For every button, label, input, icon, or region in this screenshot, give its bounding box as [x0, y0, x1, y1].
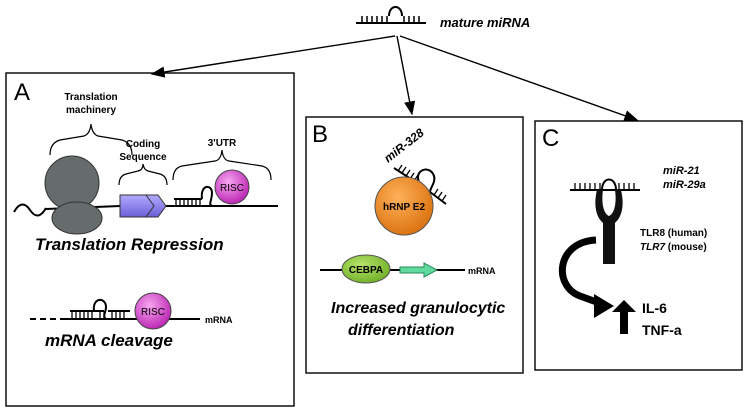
mature-mirna-label: mature miRNA	[440, 15, 530, 30]
translation-machinery-label-1: Translation	[64, 92, 117, 103]
coding-sequence-arrows	[119, 194, 167, 218]
ribosome-small-subunit	[51, 201, 103, 235]
mir-21-label: miR-21	[663, 165, 700, 177]
tlr7-name: TLR7	[640, 242, 665, 253]
panel-c-frame	[534, 120, 743, 371]
mirna-bound-utr	[174, 185, 214, 207]
mir-328-label: miR-328	[381, 125, 427, 165]
ribosome	[44, 155, 103, 235]
granulocytic-label-1: Increased granulocytic	[331, 300, 505, 317]
panel-b-frame	[305, 116, 524, 374]
tnf-a-label: TNF-a	[642, 322, 682, 338]
mrna-label-b: mRNA	[468, 266, 496, 276]
risc-label-2: RISC	[141, 307, 165, 318]
tlr-receptor	[595, 190, 623, 264]
hrnp-e2-protein	[374, 176, 434, 236]
risc-complex-1	[214, 169, 250, 205]
hrnp-e2-label: hRNP E2	[383, 202, 425, 213]
cebpa-protein	[341, 254, 391, 284]
utr-label: 3'UTR	[208, 138, 237, 149]
panel-c-letter: C	[542, 125, 559, 152]
branch-arrows	[150, 35, 639, 122]
coding-sequence-label-1: Coding	[126, 139, 160, 150]
risc-complex-2	[134, 292, 172, 330]
mirna-panel-c-symbol	[570, 178, 640, 191]
brace-coding-sequence	[118, 163, 168, 186]
panel-a-letter: A	[14, 79, 30, 106]
translation-machinery-label-2: machinery	[66, 105, 116, 116]
tlr7-suffix: (mouse)	[665, 242, 707, 253]
tlr8-label: TLR8 (human)	[640, 228, 707, 239]
mrna-cleavage-label: mRNA cleavage	[45, 331, 173, 350]
tlr7-label: TLR7 (mouse)	[640, 242, 707, 253]
braces	[49, 123, 272, 186]
mrna-5prime-wave	[13, 203, 47, 217]
panel-a-frame	[5, 72, 295, 407]
granulocytic-label-2: differentiation	[348, 322, 455, 339]
signaling-curve-head	[594, 294, 614, 318]
brace-3utr	[172, 149, 272, 181]
translation-repression-label: Translation Repression	[35, 235, 224, 254]
il-6-label: IL-6	[642, 300, 667, 316]
mature-mirna-symbol	[356, 6, 426, 24]
risc-label-1: RISC	[220, 183, 244, 194]
cebpa-label: CEBPA	[349, 265, 383, 276]
upregulation-arrow	[612, 300, 636, 334]
mirna-bound-cleavage	[70, 299, 130, 320]
signaling-curve	[558, 236, 604, 308]
brace-translation-machinery	[49, 123, 133, 156]
coding-sequence-label-2: Sequence	[119, 152, 167, 163]
mir-29a-label: miR-29a	[663, 179, 706, 191]
transcription-arrow	[399, 262, 439, 278]
panel-b-letter: B	[312, 121, 328, 148]
mrna-label-a: mRNA	[205, 315, 233, 325]
